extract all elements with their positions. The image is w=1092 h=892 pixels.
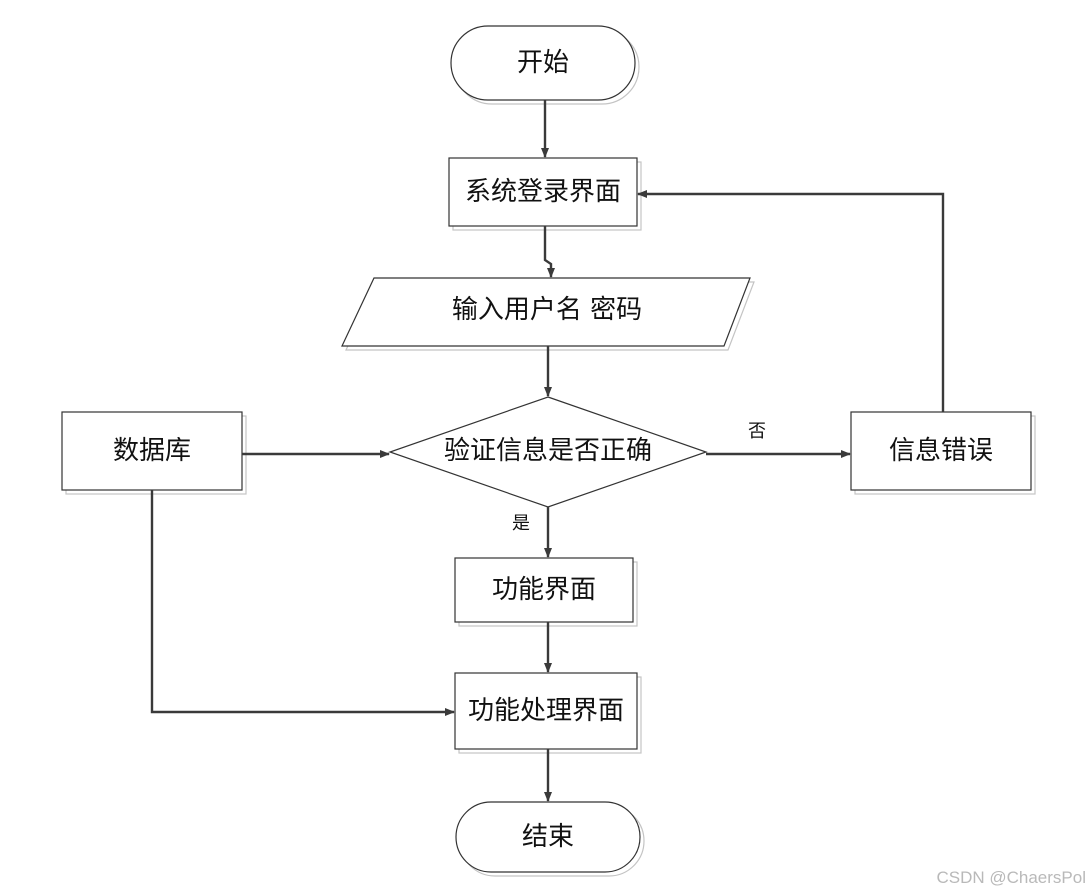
input-credentials-node: 输入用户名 密码 — [341, 277, 755, 351]
watermark: CSDN @ChaersPol — [936, 868, 1086, 887]
login-screen-label: 系统登录界面 — [465, 177, 621, 207]
process-screen-node: 功能处理界面 — [454, 672, 642, 754]
login-screen-node: 系统登录界面 — [448, 157, 642, 231]
process-screen-label: 功能处理界面 — [468, 696, 624, 726]
edge-label-no: 否 — [748, 421, 766, 442]
arrow-database-to-process — [150, 490, 455, 716]
arrow-error-to-login — [637, 190, 945, 412]
verify-decision-node: 验证信息是否正确 — [388, 396, 708, 508]
function-screen-label: 功能界面 — [492, 575, 596, 605]
end-node: 结束 — [455, 801, 645, 877]
start-node: 开始 — [450, 25, 640, 105]
database-node: 数据库 — [61, 411, 247, 495]
function-screen-node: 功能界面 — [454, 557, 638, 627]
start-label: 开始 — [517, 48, 569, 78]
edge-label-yes: 是 — [512, 513, 530, 534]
end-label: 结束 — [522, 822, 574, 852]
arrow-login-to-input — [543, 226, 555, 278]
verify-decision-label: 验证信息是否正确 — [444, 436, 652, 466]
input-credentials-label: 输入用户名 密码 — [452, 295, 642, 325]
error-label: 信息错误 — [889, 436, 993, 466]
error-node: 信息错误 — [850, 411, 1036, 495]
database-label: 数据库 — [113, 436, 191, 466]
